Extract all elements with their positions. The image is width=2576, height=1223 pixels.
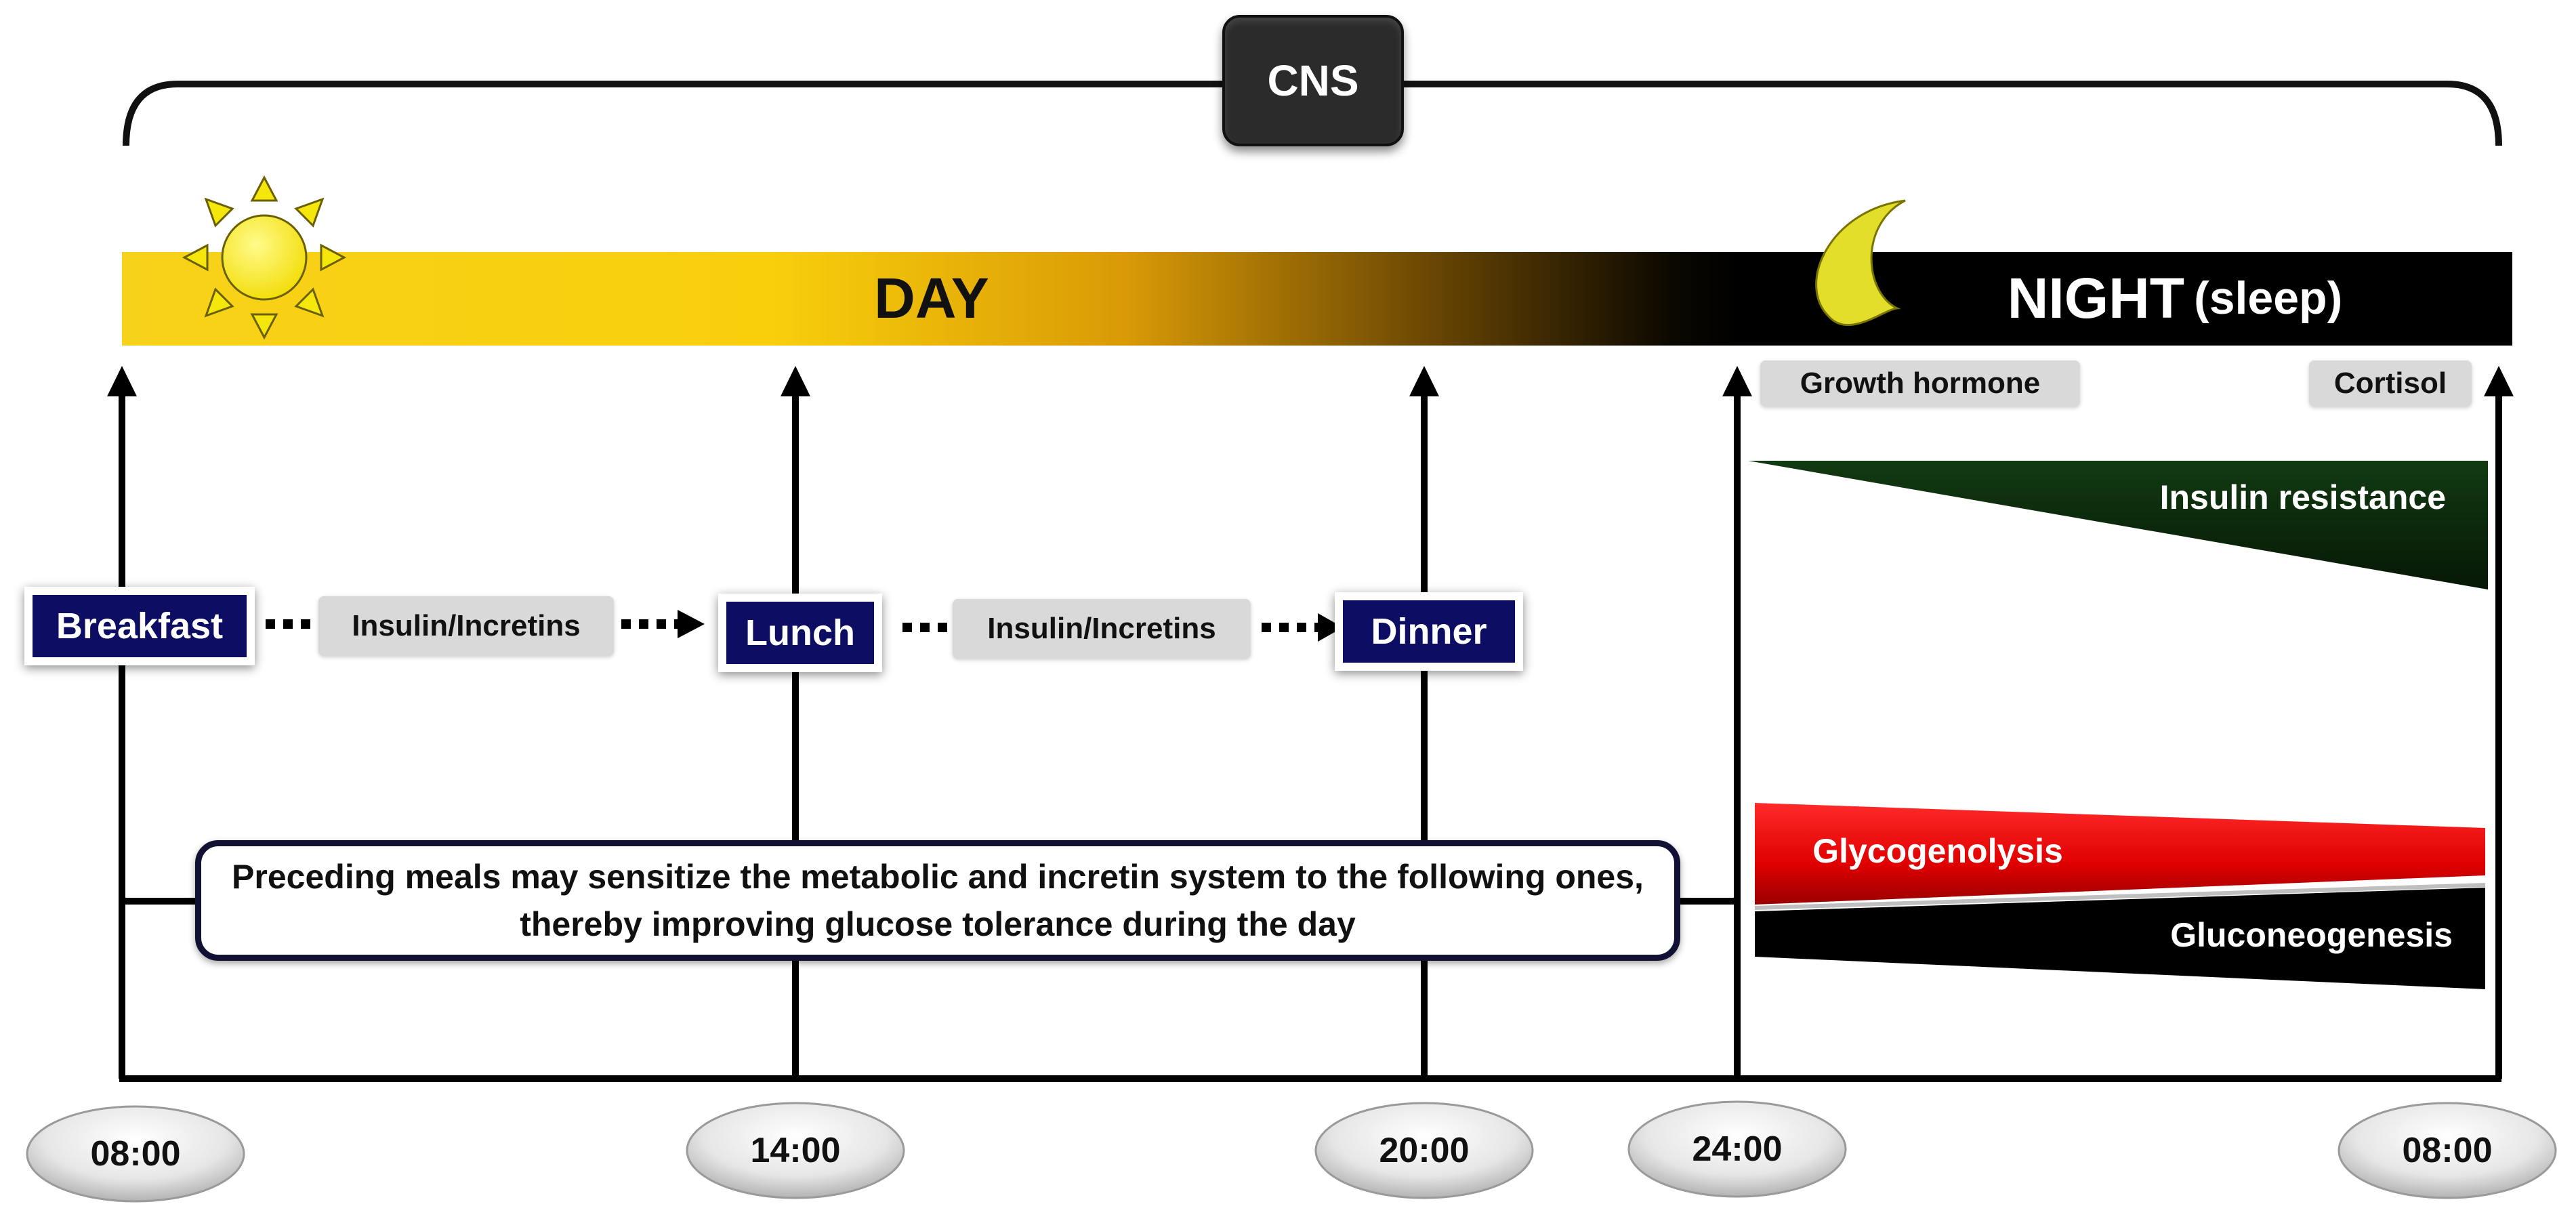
meal-breakfast: Breakfast <box>24 587 255 665</box>
note-line-1: Preceding meals may sensitize the metabo… <box>232 858 1644 896</box>
cns-box: CNS <box>1222 15 1404 146</box>
day-band <box>122 252 1741 346</box>
time-label-1400: 14:00 <box>750 1131 841 1170</box>
insulin-resistance-wedge <box>1748 461 2488 589</box>
dotted-arrow-icon <box>266 610 1343 642</box>
glycogenolysis-label: Glycogenolysis <box>1812 832 2063 870</box>
time-label-0800-start: 08:00 <box>90 1134 181 1174</box>
cortisol-label: Cortisol <box>2309 360 2472 407</box>
night-subtitle: (sleep) <box>2194 272 2343 324</box>
sun-icon <box>182 175 347 340</box>
insulin-resistance-label: Insulin resistance <box>2159 478 2446 516</box>
growth-hormone-label: Growth hormone <box>1760 360 2080 407</box>
meal-sensitization-note: Preceding meals may sensitize the metabo… <box>195 840 1680 961</box>
moon-icon <box>1815 199 1906 327</box>
meal-dinner: Dinner <box>1335 592 1523 671</box>
night-title: NIGHT <box>2007 266 2185 330</box>
time-label-2400: 24:00 <box>1692 1129 1783 1169</box>
day-label: DAY <box>874 266 989 330</box>
cns-bracket <box>123 81 2502 146</box>
night-label: NIGHT (sleep) <box>1965 251 2385 346</box>
time-ovals <box>26 1100 2557 1203</box>
meal-lunch: Lunch <box>718 594 882 672</box>
insulin-incretins-label-1: Insulin/Incretins <box>318 596 614 656</box>
time-label-2000: 20:00 <box>1379 1131 1470 1170</box>
process-divider <box>1754 883 2486 910</box>
time-label-0800-end: 08:00 <box>2402 1131 2493 1170</box>
gluconeogenesis-wedge <box>1755 888 2485 989</box>
gluconeogenesis-label: Gluconeogenesis <box>2170 916 2453 954</box>
glycogenolysis-wedge <box>1755 803 2485 905</box>
note-line-2: thereby improving glucose tolerance duri… <box>520 905 1356 943</box>
insulin-incretins-label-2: Insulin/Incretins <box>953 599 1251 659</box>
